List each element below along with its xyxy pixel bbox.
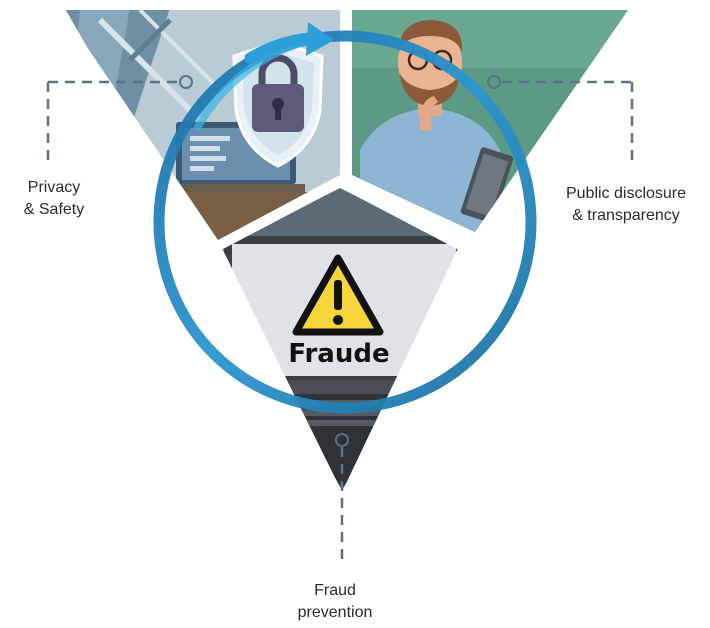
ring-arrow-icon <box>244 22 334 64</box>
connector-disclosure <box>487 75 634 162</box>
label-fraud-line-1: Fraud <box>314 582 356 599</box>
label-public-disclosure: Public disclosure & transparency <box>552 183 700 227</box>
label-privacy-line-2: & Safety <box>23 201 85 218</box>
connector-fraud <box>335 433 349 560</box>
label-fraud-prevention: Fraud prevention <box>270 580 400 624</box>
label-privacy-line-1: Privacy <box>27 179 81 196</box>
connector-privacy <box>46 75 193 160</box>
warning-sign-text: Fraude <box>288 339 389 369</box>
label-fraud-line-2: prevention <box>297 604 373 621</box>
warning-triangle-icon <box>292 254 384 336</box>
label-privacy-safety: Privacy & Safety <box>6 177 102 221</box>
padlock-shield-icon <box>232 40 324 168</box>
label-disclosure-line-1: Public disclosure <box>565 185 687 202</box>
label-disclosure-line-2: & transparency <box>572 207 680 224</box>
